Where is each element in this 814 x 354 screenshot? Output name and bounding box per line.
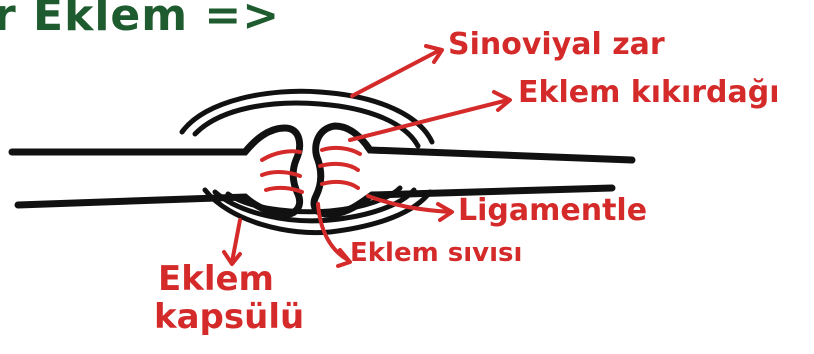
label-articular-cartilage: Eklem kıkırdağı bbox=[518, 78, 780, 108]
label-joint-fluid: Eklem sıvısı bbox=[350, 240, 522, 266]
label-joint-capsule-line1: Eklem bbox=[158, 262, 274, 296]
cartilage-red-strokes bbox=[262, 148, 360, 192]
arrow-synovial bbox=[352, 50, 440, 96]
label-synovial-membrane: Sinoviyal zar bbox=[448, 30, 665, 60]
joint-capsule-arcs bbox=[182, 91, 432, 232]
diagram-title: r Eklem => bbox=[0, 0, 280, 41]
label-ligaments: Ligamentle bbox=[458, 196, 647, 226]
bone-left bbox=[12, 128, 300, 214]
label-joint-capsule-line2: kapsülü bbox=[154, 300, 304, 334]
